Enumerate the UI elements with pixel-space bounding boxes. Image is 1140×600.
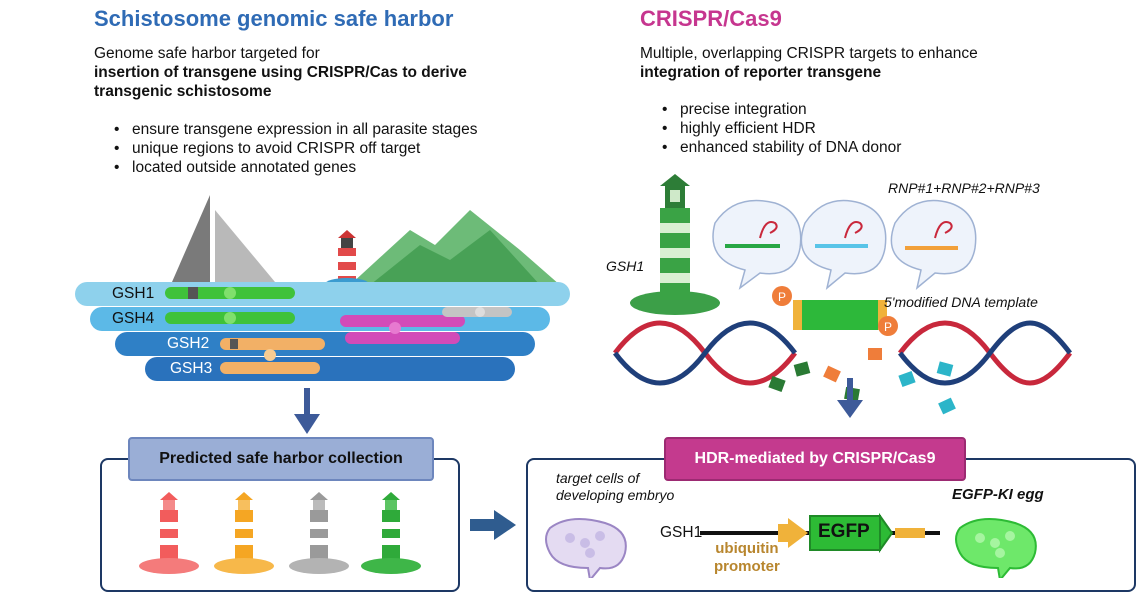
right-description: Multiple, overlapping CRISPR targets to … [640,44,978,82]
pink-chromosome-icon [340,315,465,344]
left-desc-line3: transgenic schistosome [94,83,272,100]
gsh3-label: GSH3 [170,360,213,377]
egfp-box [809,515,881,551]
promoter-arrow-icon [788,518,808,548]
phosphate-icon [772,286,792,306]
down-arrow-icon [294,388,320,434]
right-bullet: enhanced stability of DNA donor [662,138,901,157]
collection-label: Predicted safe harbor collection [128,437,434,481]
embryo-cell-icon [545,518,627,578]
dna-strand-icon [898,320,1072,386]
down-arrow-icon [847,378,853,402]
gsh1-lighthouse-label: GSH1 [606,258,645,274]
construct-gsh1-label: GSH1 [660,524,703,541]
gsh2-label: GSH2 [167,335,210,352]
orange-chromosome-icon [220,338,325,374]
gsh1-lighthouse-icon [630,174,720,315]
harbor-illustration [75,195,570,381]
red-lighthouse-icon [139,492,199,574]
egfp-egg-icon [955,518,1037,578]
rnp-label: RNP#1+RNP#2+RNP#3 [888,180,1040,196]
right-bullet: highly efficient HDR [662,119,901,138]
svg-text:P: P [778,290,786,304]
gray-chromosome-icon [442,307,512,317]
right-bullet-list: precise integration highly efficient HDR… [648,100,901,157]
left-title: Schistosome genomic safe harbor [94,6,454,31]
left-description: Genome safe harbor targeted for insertio… [94,44,467,101]
right-title: CRISPR/Cas9 [640,6,782,31]
egfp-egg-label: EGFP-KI egg [952,486,1044,503]
target-cells-line1: target cells of [556,470,640,486]
target-cells-label: target cells of developing embryo [556,470,674,504]
left-desc-line2: insertion of transgene using CRISPR/Cas … [94,64,467,81]
green-chromosome-icon [165,312,295,324]
dna-fragment-icon [768,375,786,393]
gray-lighthouse-icon [289,492,349,574]
target-cells-line2: developing embryo [556,487,675,503]
left-bullet: unique regions to avoid CRISPR off targe… [114,139,478,158]
egfp-label: EGFP [818,521,870,542]
hdr-label: HDR-mediated by CRISPR/Cas9 [664,437,966,481]
right-desc-line2: integration of reporter transgene [640,64,882,81]
promoter-line1: ubiquitin [715,540,779,557]
gsh1-label: GSH1 [112,285,155,302]
template-label: 5'modified DNA template [884,294,1038,310]
sailboat-icon [172,195,210,282]
phosphate-icon [878,316,898,336]
dna-template-icon [800,300,880,330]
promoter-label: ubiquitin promoter [714,540,780,576]
orange-lighthouse-icon [214,492,274,574]
crispr-illustration: P P [613,174,1072,418]
gsh4-label: GSH4 [112,310,155,327]
svg-text:P: P [884,320,892,334]
left-bullet-list: ensure transgene expression in all paras… [100,120,478,177]
rnp-complex-icon [890,199,977,290]
right-arrow-icon [470,510,516,540]
promoter-line2: promoter [714,558,780,575]
green-chromosome-icon [165,287,295,299]
rnp-complex-icon [712,199,802,290]
left-bullet: ensure transgene expression in all paras… [114,120,478,139]
small-lighthouse-icon [325,230,369,290]
transgene-construct [700,512,940,554]
rnp-complex-icon [800,199,887,290]
green-lighthouse-icon [361,492,421,574]
right-bullet: precise integration [662,100,901,119]
left-desc-line1: Genome safe harbor targeted for [94,45,320,62]
right-desc-line1: Multiple, overlapping CRISPR targets to … [640,45,978,62]
lighthouse-collection [139,492,421,574]
left-bullet: located outside annotated genes [114,158,478,177]
